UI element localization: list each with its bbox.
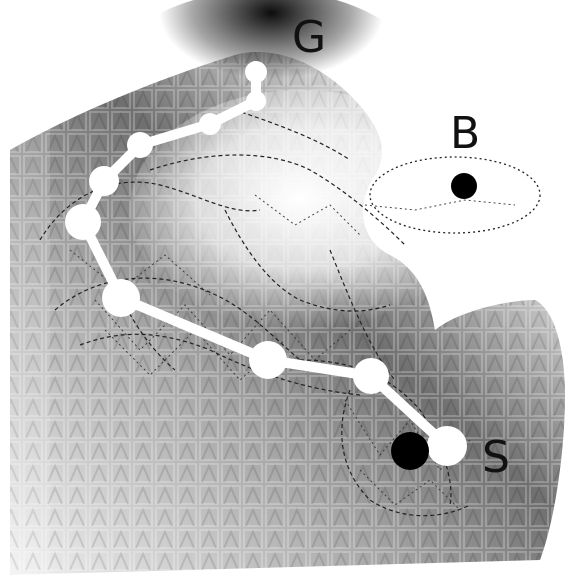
path-node [249,341,287,379]
path-node [89,166,119,196]
b-region-ellipse [369,156,541,234]
b-marker [451,173,477,199]
trajectory-path [65,61,467,466]
path-node-start [427,426,467,466]
label-start: S [482,432,510,483]
path-node [65,204,101,240]
path-node [245,61,267,83]
label-goal: G [292,12,326,63]
start-neighbor-marker [391,432,429,470]
label-b: B [450,108,480,159]
path-node [102,279,140,317]
dashed-contours [39,109,471,517]
path-node [353,358,389,394]
mesh-lines [69,194,516,511]
path-node [127,132,153,158]
path-node [199,113,221,135]
path-node [246,91,266,111]
